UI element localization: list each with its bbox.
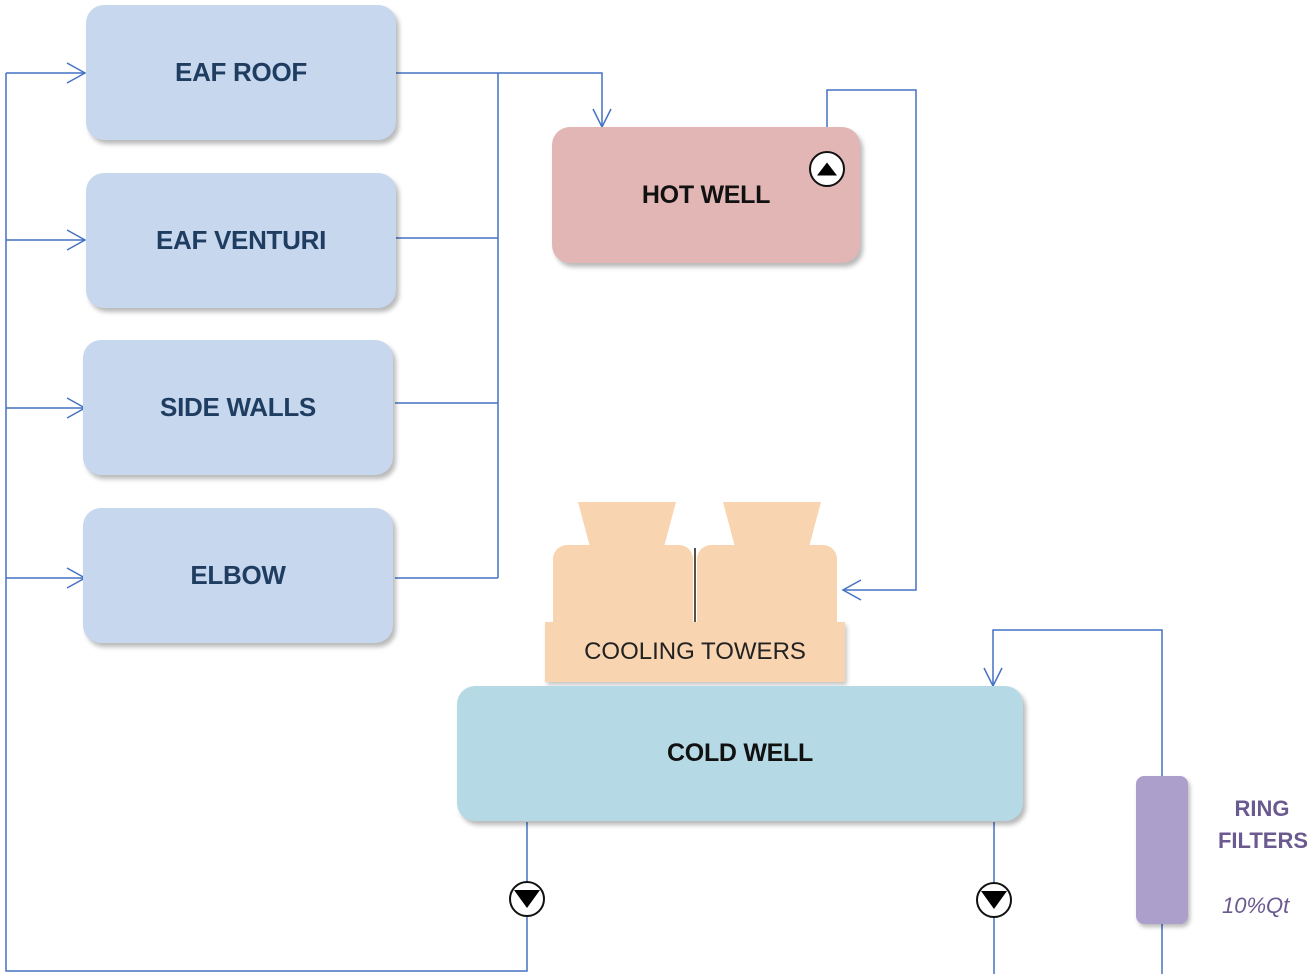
unit-label: SIDE WALLS <box>160 392 316 422</box>
unit-side-walls: SIDE WALLS <box>83 340 393 475</box>
pump-down-icon <box>509 881 545 917</box>
flow-arrow-icon <box>841 579 862 601</box>
cooling-tower-right <box>697 545 837 623</box>
cooling-tower-fan-left <box>578 502 676 546</box>
pipe-from-eaf-roof <box>395 72 603 127</box>
unit-label: ELBOW <box>190 560 286 590</box>
pump-down-icon <box>976 882 1012 918</box>
cooling-towers-label: COOLING TOWERS <box>584 638 806 665</box>
pipe-filter-return <box>992 629 1163 776</box>
hot-well: HOT WELL <box>552 127 860 263</box>
cooling-tower-divider <box>694 548 696 622</box>
unit-eaf-venturi: EAF VENTURI <box>86 173 396 308</box>
hot-well-label: HOT WELL <box>641 180 771 209</box>
cooling-towers-base: COOLING TOWERS <box>545 622 845 682</box>
ring-filters-flow-note: 10%Qt <box>1222 893 1290 918</box>
cooling-tower-left <box>553 545 693 623</box>
pipe-hot-to-towers <box>826 89 917 591</box>
unit-eaf-roof: EAF ROOF <box>86 5 396 140</box>
unit-elbow: ELBOW <box>83 508 393 643</box>
ring-filters-label-line1: RING <box>1234 796 1290 821</box>
flow-arrow-icon <box>66 229 87 251</box>
unit-label: EAF VENTURI <box>155 225 327 255</box>
flow-arrow-icon <box>66 62 87 84</box>
unit-label: EAF ROOF <box>175 57 307 87</box>
pump-up-icon <box>809 151 845 187</box>
cold-well: COLD WELL <box>457 686 1023 821</box>
cooling-tower-fan-right <box>723 502 821 546</box>
ring-filters-label-line2: FILTERS <box>1217 828 1307 853</box>
cold-well-label: COLD WELL <box>667 739 813 767</box>
ring-filter <box>1136 776 1188 924</box>
